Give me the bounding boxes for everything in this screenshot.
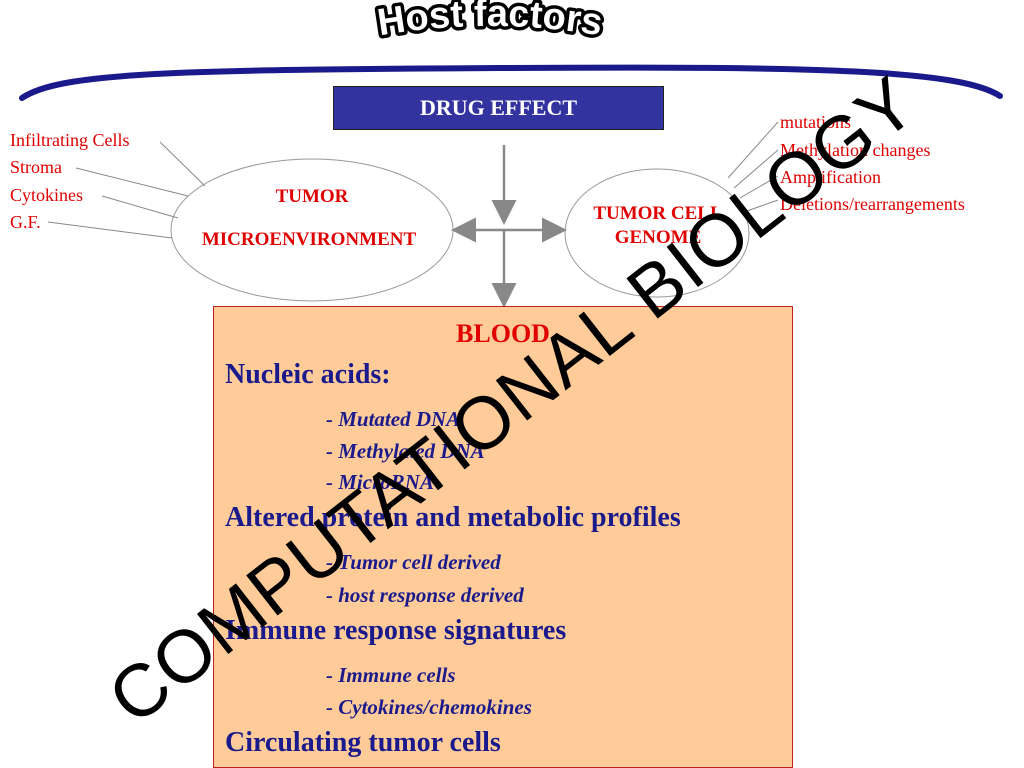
- connector-cytokines: [101, 195, 179, 219]
- host-factor-cytokines: Cytokines: [10, 185, 84, 205]
- item-mutated-dna: - Mutated DNA: [326, 407, 461, 431]
- genome-factor-deletions: Deletions/rearrangements: [780, 194, 965, 214]
- heading-circulating-tumor-cells: Circulating tumor cells: [225, 727, 501, 758]
- host-factor-gf: G.F.: [10, 212, 41, 232]
- item-host-response-derived: - host response derived: [326, 583, 524, 607]
- heading-immune-response: Immune response signatures: [225, 615, 567, 646]
- connector-deletions: [743, 199, 779, 213]
- tumor-cell-genome-line2: GENOME: [614, 226, 702, 248]
- item-immune-cells: - Immune cells: [326, 663, 456, 687]
- connector-methylation: [733, 149, 779, 189]
- item-cytokines-chemokines: - Cytokines/chemokines: [326, 695, 532, 719]
- drug-effect-label: DRUG EFFECT: [419, 95, 578, 120]
- blood-box: BLOOD Nucleic acids: - Mutated DNA - Met…: [213, 306, 793, 768]
- connector-amplification: [739, 175, 779, 199]
- title-svg: Host factors: [371, 0, 609, 48]
- host-factors-brace: [19, 64, 1003, 101]
- genome-factor-mutations: mutations: [780, 112, 851, 132]
- connector-mutations: [727, 121, 779, 179]
- heading-altered-protein: Altered protein and metabolic profiles: [225, 502, 681, 533]
- genome-factor-methylation: Methylation changes: [780, 140, 931, 160]
- item-methylated-dna: - Methylated DNA: [326, 439, 485, 463]
- heading-nucleic-acids: Nucleic acids:: [225, 359, 391, 390]
- tumor-cell-genome-label: TUMOR CELL GENOME: [573, 202, 743, 250]
- item-tumor-cell-derived: - Tumor cell derived: [326, 550, 501, 574]
- blood-title: BLOOD: [456, 319, 550, 348]
- host-factor-stroma: Stroma: [10, 157, 62, 177]
- tumor-microenvironment-line1: TUMOR: [275, 186, 349, 207]
- page-title: Host factors: [375, 0, 606, 44]
- connector-gf: [47, 221, 173, 239]
- genome-factor-amplification: Amplification: [780, 167, 881, 187]
- connector-stroma: [75, 167, 189, 197]
- drug-effect-box: DRUG EFFECT: [333, 86, 664, 130]
- connector-infiltrating-cells: [159, 141, 206, 187]
- host-factor-infiltrating-cells: Infiltrating Cells: [10, 130, 130, 150]
- item-microrna: - MicroRNA: [326, 470, 434, 494]
- tumor-microenvironment-line2: MICROENVIRONMENT: [201, 229, 417, 250]
- tumor-cell-genome-line1: TUMOR CELL: [593, 203, 723, 224]
